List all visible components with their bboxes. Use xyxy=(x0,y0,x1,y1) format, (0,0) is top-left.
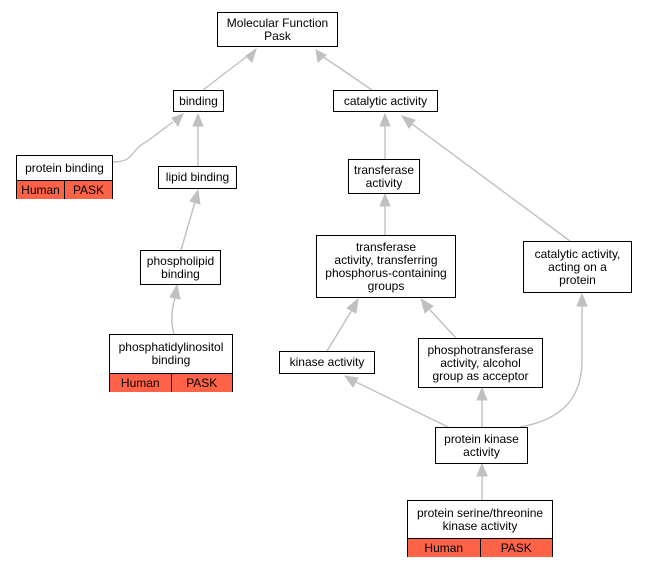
node-label: kinase activity xyxy=(289,355,365,369)
edge-catalytic_protein-to-catalytic xyxy=(411,123,571,242)
arrowhead-kinase-to-transferase_phos xyxy=(346,297,359,314)
node-transferase-phosphorus: transferase activity, transferring phosp… xyxy=(316,235,456,298)
edge-phospholipid-to-lipid_binding xyxy=(180,201,196,251)
node-lipid-binding: lipid binding xyxy=(158,166,237,189)
arrowhead-lipid_binding-to-binding xyxy=(192,112,204,127)
node-label: Molecular Function Pask xyxy=(226,15,329,43)
annotation-species: Human xyxy=(110,374,171,392)
node-catalytic-activity-on-protein: catalytic activity, acting on a protein xyxy=(523,241,632,293)
node-label: protein kinase activity xyxy=(444,431,519,459)
arrowhead-transferase-to-catalytic xyxy=(379,112,391,127)
node-phosphatidylinositol-binding: phosphatidylinositol binding Human PASK xyxy=(109,334,233,392)
arrowhead-protein_kinase-to-catalytic_protein xyxy=(576,292,588,307)
annotation-row: Human PASK xyxy=(17,180,112,199)
node-protein-kinase-activity: protein kinase activity xyxy=(435,427,528,464)
node-label: transferase activity xyxy=(353,162,415,190)
arrowhead-phospholipid-to-lipid_binding xyxy=(189,188,201,205)
node-label: lipid binding xyxy=(165,170,230,184)
node-kinase-activity: kinase activity xyxy=(279,351,375,374)
edge-pip_binding-to-phospholipid xyxy=(171,297,176,335)
annotation-species: Human xyxy=(408,539,480,557)
arrowhead-catalytic_protein-to-catalytic xyxy=(400,115,416,129)
node-label: transferase activity, transferring phosp… xyxy=(325,239,447,293)
arrowhead-phosphotransferase-to-transferase_phos xyxy=(420,297,434,314)
arrowhead-pip_binding-to-phospholipid xyxy=(169,283,181,300)
node-catalytic-activity: catalytic activity xyxy=(333,90,438,112)
edge-catalytic-to-root xyxy=(321,55,373,91)
node-phospholipid-binding: phospholipid binding xyxy=(140,250,221,285)
annotation-gene: PASK xyxy=(479,539,552,557)
annotation-species: Human xyxy=(17,181,64,199)
edge-protein_kinase-to-catalytic_protein xyxy=(519,306,583,428)
edge-phosphotransferase-to-transferase_phos xyxy=(429,309,457,339)
node-label: phospholipid binding xyxy=(146,253,215,281)
node-binding: binding xyxy=(173,90,224,112)
edge-protein_kinase-to-kinase xyxy=(355,381,449,428)
node-label: phosphatidylinositol binding xyxy=(118,340,224,367)
edge-protein_binding-to-binding xyxy=(112,121,174,163)
arrowhead-protein_kinase-to-phosphotransferase xyxy=(476,386,488,401)
node-protein-serine-threonine-kinase: protein serine/threonine kinase activity… xyxy=(407,500,553,557)
node-transferase-activity: transferase activity xyxy=(348,159,420,194)
arrowhead-protein_binding-to-binding xyxy=(171,113,184,127)
arrowhead-binding-to-root xyxy=(245,47,257,63)
node-label: protein serine/threonine kinase activity xyxy=(416,505,544,533)
arrowhead-ser_thr_kinase-to-protein_kinase xyxy=(476,462,488,477)
annotation-row: Human PASK xyxy=(408,538,552,557)
node-molecular-function-pask: Molecular Function Pask xyxy=(217,12,338,47)
edge-kinase-to-transferase_phos xyxy=(326,309,353,352)
arrowhead-transferase_phos-to-transferase xyxy=(379,192,391,207)
annotation-row: Human PASK xyxy=(110,373,232,392)
node-label: phosphotransferase activity, alcohol gro… xyxy=(427,342,534,383)
edge-binding-to-root xyxy=(202,53,251,91)
node-label: catalytic activity, acting on a protein xyxy=(534,246,621,287)
arrowhead-catalytic-to-root xyxy=(315,49,327,63)
node-label: binding xyxy=(179,93,218,108)
node-label: catalytic activity xyxy=(343,93,428,108)
annotation-gene: PASK xyxy=(170,374,232,392)
annotation-gene: PASK xyxy=(64,181,112,199)
arrowhead-protein_kinase-to-kinase xyxy=(343,375,359,388)
node-phosphotransferase-alcohol: phosphotransferase activity, alcohol gro… xyxy=(418,338,543,388)
node-label: protein binding xyxy=(25,160,104,175)
node-protein-binding: protein binding Human PASK xyxy=(16,155,113,199)
